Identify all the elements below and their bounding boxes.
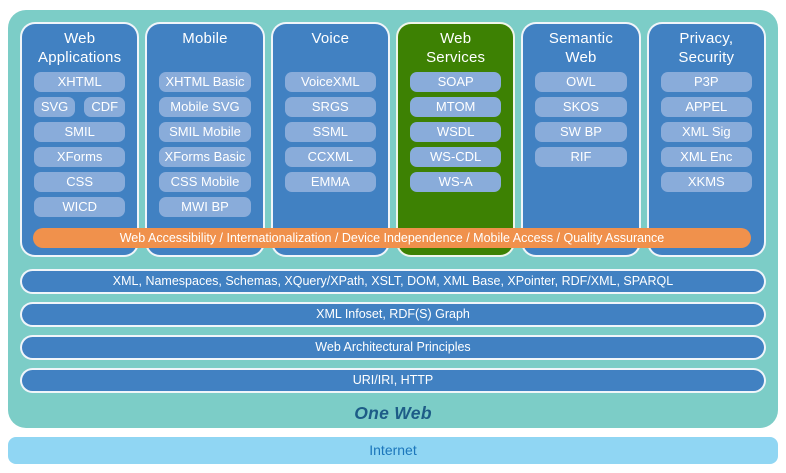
title-line: Web — [440, 30, 472, 47]
chip-list: SOAP MTOM WSDL WS-CDL WS-A — [409, 72, 502, 192]
chip-xforms: XForms — [34, 147, 126, 167]
chip-list: XHTML Basic Mobile SVG SMIL Mobile XForm… — [159, 72, 251, 217]
column-title-privacy-security: Privacy, Security — [661, 29, 752, 69]
chip-mtom: MTOM — [409, 97, 502, 117]
chip-xkms: XKMS — [660, 172, 752, 192]
chip-css-mobile: CSS Mobile — [159, 172, 251, 192]
layer-xml-infoset-rdf-graph: XML Infoset, RDF(S) Graph — [20, 302, 766, 327]
chip-sw-bp: SW BP — [535, 122, 627, 142]
chip-xml-sig: XML Sig — [660, 122, 752, 142]
chip-mwi-bp: MWI BP — [159, 197, 251, 217]
title-line: Privacy, — [679, 30, 734, 47]
chip-list: VoiceXML SRGS SSML CCXML EMMA — [284, 72, 376, 192]
layer-xml-foundation: XML, Namespaces, Schemas, XQuery/XPath, … — [20, 269, 766, 294]
column-title-semantic-web: Semantic Web — [535, 29, 626, 69]
title-line: Semantic — [548, 30, 614, 47]
column-title-web-services: Web Services — [410, 29, 501, 69]
internet-layer-bar: Internet — [8, 437, 778, 464]
chip-skos: SKOS — [535, 97, 627, 117]
chip-srgs: SRGS — [284, 97, 376, 117]
chip-list: P3P APPEL XML Sig XML Enc XKMS — [660, 72, 752, 192]
chip-svg: SVG — [34, 97, 76, 117]
chip-ccxml: CCXML — [284, 147, 376, 167]
one-web-label: One Web — [354, 403, 432, 423]
title-line: Applications — [38, 49, 122, 66]
chip-xhtml: XHTML — [34, 72, 126, 92]
column-voice: Voice VoiceXML SRGS SSML CCXML EMMA — [270, 22, 390, 257]
chip-emma: EMMA — [284, 172, 376, 192]
chip-xforms-basic: XForms Basic — [159, 147, 251, 167]
column-mobile: Mobile XHTML Basic Mobile SVG SMIL Mobil… — [145, 22, 265, 257]
chip-xhtml-basic: XHTML Basic — [159, 72, 251, 92]
column-web-applications: Web Applications XHTML SVG CDF SMIL XFor… — [20, 22, 140, 257]
chip-owl: OWL — [535, 72, 627, 92]
chip-soap: SOAP — [409, 72, 502, 92]
technology-columns: Web Applications XHTML SVG CDF SMIL XFor… — [20, 22, 766, 257]
chip-list: XHTML SVG CDF SMIL XForms CSS WICD — [34, 72, 126, 217]
title-line: Web — [64, 30, 96, 47]
title-line: Web — [565, 49, 597, 66]
title-line: Mobile — [182, 30, 228, 47]
chip-mobile-svg: Mobile SVG — [159, 97, 251, 117]
title-line: Voice — [311, 30, 350, 47]
chip-xml-enc: XML Enc — [660, 147, 752, 167]
column-semantic-web: Semantic Web OWL SKOS SW BP RIF — [521, 22, 641, 257]
layer-uri-iri-http: URI/IRI, HTTP — [20, 368, 766, 393]
column-privacy-security: Privacy, Security P3P APPEL XML Sig XML … — [646, 22, 766, 257]
column-title-mobile: Mobile — [159, 29, 250, 69]
column-web-services: Web Services SOAP MTOM WSDL WS-CDL WS-A — [395, 22, 516, 257]
column-title-web-applications: Web Applications — [34, 29, 125, 69]
chip-list: OWL SKOS SW BP RIF — [535, 72, 627, 167]
column-title-voice: Voice — [285, 29, 376, 69]
chip-wicd: WICD — [34, 197, 126, 217]
chip-wsdl: WSDL — [409, 122, 502, 142]
chip-smil: SMIL — [34, 122, 126, 142]
chip-p3p: P3P — [660, 72, 752, 92]
chip-ssml: SSML — [284, 122, 376, 142]
chip-css: CSS — [34, 172, 126, 192]
chip-appel: APPEL — [660, 97, 752, 117]
title-line: Security — [678, 49, 735, 66]
chip-ws-cdl: WS-CDL — [409, 147, 502, 167]
layer-web-architectural-principles: Web Architectural Principles — [20, 335, 766, 360]
chip-row-svg-cdf: SVG CDF — [34, 97, 126, 117]
cross-cutting-bar: Web Accessibility / Internationalization… — [33, 228, 751, 248]
chip-rif: RIF — [535, 147, 627, 167]
chip-smil-mobile: SMIL Mobile — [159, 122, 251, 142]
one-web-stack-panel: Web Applications XHTML SVG CDF SMIL XFor… — [8, 10, 778, 428]
chip-voicexml: VoiceXML — [284, 72, 376, 92]
chip-cdf: CDF — [84, 97, 126, 117]
chip-ws-a: WS-A — [409, 172, 502, 192]
title-line: Services — [426, 49, 486, 66]
